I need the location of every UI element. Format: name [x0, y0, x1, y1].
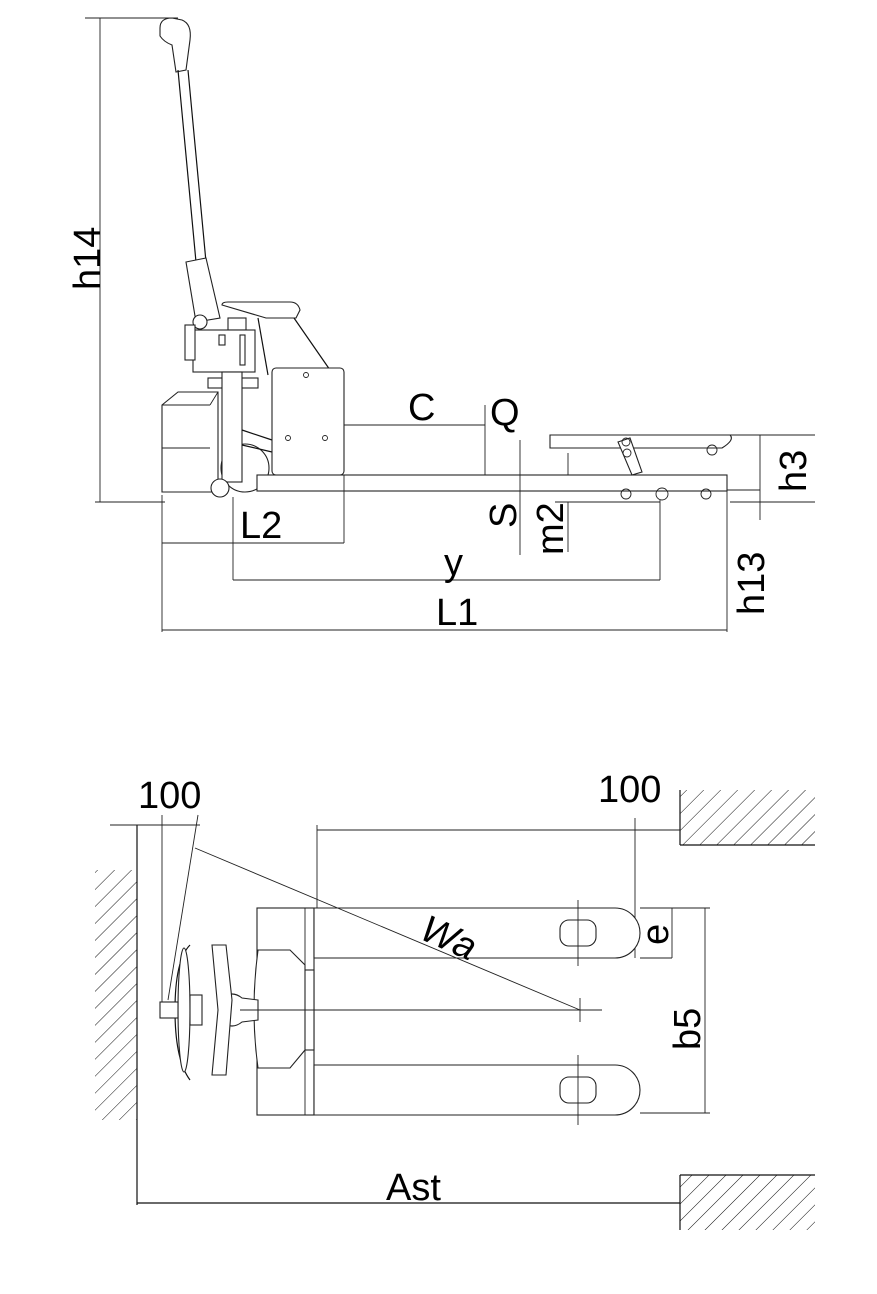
top-view: 100 100: [95, 769, 815, 1230]
truck-chassis-top: [159, 907, 315, 1116]
m2-dimension: m2: [530, 501, 660, 555]
h14-dimension: h14: [67, 17, 178, 503]
right-wall-bottom-hatch: [680, 1175, 815, 1230]
label-Q: Q: [490, 392, 520, 434]
label-b5: b5: [667, 1008, 709, 1050]
label-L1: L1: [436, 592, 478, 634]
fork-top: [313, 900, 641, 966]
clearance-right-dimension: 100: [316, 769, 680, 958]
L1-dimension: L1: [162, 490, 728, 634]
S-dimension: S: [483, 440, 525, 555]
right-wall-top-hatch: [680, 790, 815, 845]
side-view: h14: [67, 17, 815, 634]
clearance-left-dimension: 100: [110, 775, 201, 1010]
battery-box: [161, 391, 219, 493]
e-dimension: e: [635, 907, 710, 959]
L2-dimension: L2: [161, 475, 345, 632]
label-C: C: [408, 387, 435, 429]
label-e: e: [635, 924, 677, 945]
label-Ast: Ast: [386, 1167, 441, 1209]
wheelbase-dimension: y: [232, 497, 661, 584]
fork-bottom: [313, 1055, 641, 1125]
label-L2: L2: [240, 505, 282, 547]
label-h3: h3: [773, 450, 815, 492]
fork-raised: [549, 434, 732, 476]
label-y: y: [444, 542, 463, 584]
label-m2: m2: [530, 502, 572, 555]
label-h14: h14: [67, 227, 109, 290]
label-100-left: 100: [138, 775, 201, 817]
side-panel: [271, 367, 345, 476]
drive-unit: [207, 371, 273, 498]
label-100-right: 100: [598, 769, 661, 811]
hood: [221, 301, 331, 376]
label-S: S: [483, 503, 525, 528]
height-dimensions: h3 h13: [727, 434, 815, 615]
fork-lowered: [256, 474, 728, 501]
tiller-handle: [159, 17, 221, 330]
label-h13: h13: [731, 552, 773, 615]
left-wall-hatch: [95, 870, 137, 1120]
Ast-dimension: Ast: [137, 1167, 680, 1209]
control-head: [184, 324, 256, 373]
load-center-dimension: C Q: [344, 387, 520, 475]
b5-dimension: b5: [640, 908, 710, 1114]
